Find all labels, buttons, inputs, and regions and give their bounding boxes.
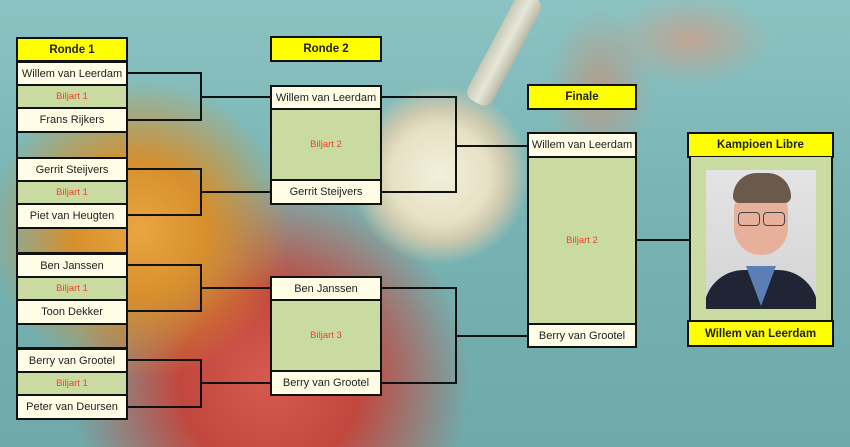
connector	[455, 96, 457, 193]
round1-right-rail	[126, 131, 128, 159]
round1-right-rail	[126, 323, 128, 350]
connector	[128, 119, 202, 121]
round1-left-rail	[16, 227, 18, 255]
round1-match1-player1[interactable]: Willem van Leerdam	[16, 61, 128, 86]
final-table: Biljart 2	[527, 156, 637, 325]
final-player2[interactable]: Berry van Grootel	[527, 323, 637, 348]
connector	[128, 264, 202, 266]
round1-match2-player1[interactable]: Gerrit Steijvers	[16, 157, 128, 182]
round1-match2-table: Biljart 1	[16, 180, 128, 205]
header-final: Finale	[527, 84, 637, 110]
round2-match1-player1[interactable]: Willem van Leerdam	[270, 85, 382, 110]
round1-left-rail	[16, 323, 18, 350]
connector	[455, 335, 527, 337]
connector	[382, 96, 457, 98]
connector	[200, 382, 270, 384]
round2-match1-table: Biljart 2	[270, 108, 382, 181]
round1-match1-player2[interactable]: Frans Rijkers	[16, 107, 128, 133]
header-champion: Kampioen Libre	[687, 132, 834, 158]
round2-match2-player1[interactable]: Ben Janssen	[270, 276, 382, 301]
round2-match1-player2[interactable]: Gerrit Steijvers	[270, 179, 382, 205]
connector	[128, 359, 202, 361]
round1-match3-player1[interactable]: Ben Janssen	[16, 253, 128, 278]
connector	[382, 287, 457, 289]
round1-match1-table: Biljart 1	[16, 84, 128, 109]
final-player1[interactable]: Willem van Leerdam	[527, 132, 637, 158]
round1-match4-player1[interactable]: Berry van Grootel	[16, 348, 128, 373]
round1-match3-table: Biljart 1	[16, 276, 128, 301]
connector	[200, 96, 270, 98]
photo-hair	[733, 173, 791, 203]
connector	[128, 310, 202, 312]
connector	[382, 191, 457, 193]
connector	[382, 382, 457, 384]
connector	[200, 287, 270, 289]
header-round2: Ronde 2	[270, 36, 382, 62]
connector	[455, 145, 527, 147]
round1-match2-player2[interactable]: Piet van Heugten	[16, 203, 128, 229]
round1-match4-player2[interactable]: Peter van Deursen	[16, 394, 128, 420]
round1-match4-table: Biljart 1	[16, 371, 128, 396]
photo-glasses-left	[738, 212, 760, 226]
connector	[637, 239, 689, 241]
round1-left-rail	[16, 131, 18, 159]
round1-right-rail	[126, 227, 128, 255]
round1-gap-divider	[16, 347, 128, 349]
connector	[128, 214, 202, 216]
round1-gap-divider	[16, 252, 128, 254]
round2-match2-table: Biljart 3	[270, 299, 382, 372]
connector	[128, 72, 202, 74]
photo-glasses-right	[763, 212, 785, 226]
champion-photo	[706, 170, 816, 309]
round1-match3-player2[interactable]: Toon Dekker	[16, 299, 128, 325]
round2-match2-player2[interactable]: Berry van Grootel	[270, 370, 382, 396]
header-round1: Ronde 1	[16, 37, 128, 62]
connector	[128, 406, 202, 408]
connector	[200, 191, 270, 193]
connector	[128, 168, 202, 170]
champion-name[interactable]: Willem van Leerdam	[687, 320, 834, 347]
